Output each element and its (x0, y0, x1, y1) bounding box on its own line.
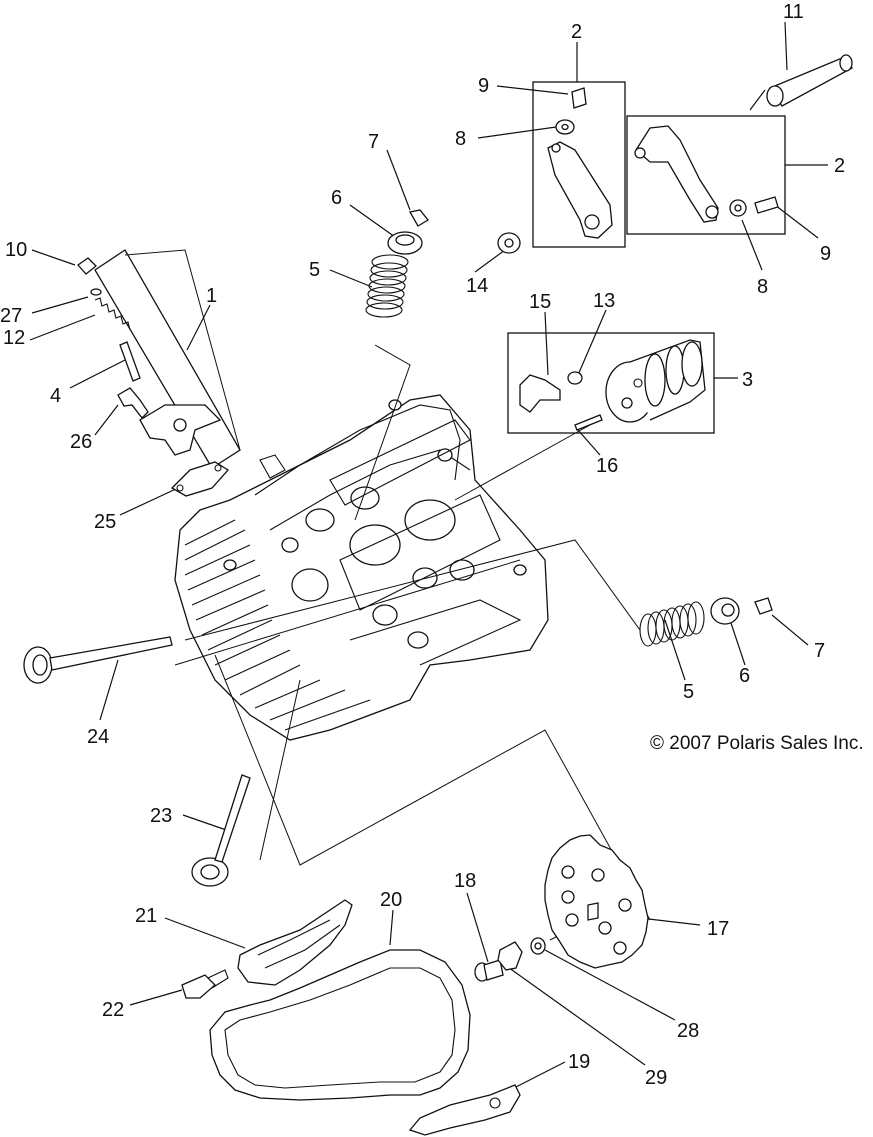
callout-8-top: 8 (455, 128, 466, 150)
callout-7-right: 7 (814, 640, 825, 662)
callout-19: 19 (568, 1051, 590, 1073)
part-16-pin (574, 414, 603, 431)
callout-8-right: 8 (757, 276, 768, 298)
part-23-exhaust-valve (191, 774, 251, 887)
callout-27: 27 (0, 305, 22, 327)
callout-6-top: 6 (331, 187, 342, 209)
cylinder-head (174, 394, 549, 741)
callout-6-right: 6 (739, 665, 750, 687)
part-18-bolt (474, 959, 504, 982)
callout-24: 24 (87, 726, 109, 748)
callout-23: 23 (150, 805, 172, 827)
leader-lines (29, 21, 828, 1091)
callout-1: 1 (206, 285, 217, 307)
part-17-cam-sprocket (544, 834, 649, 969)
part-27-oring (90, 288, 102, 296)
callout-28: 28 (677, 1020, 699, 1042)
callout-9-top: 9 (478, 75, 489, 97)
part-3-camshaft (605, 339, 706, 423)
copyright-notice: © 2007 Polaris Sales Inc. (650, 733, 864, 754)
callout-22: 22 (102, 999, 124, 1021)
callout-2-right: 2 (834, 155, 845, 177)
callout-12: 12 (3, 327, 25, 349)
part-6-retainer-right (710, 597, 740, 625)
callout-7-top: 7 (368, 131, 379, 153)
part-5-spring-right (639, 601, 705, 647)
callout-10: 10 (5, 239, 27, 261)
part-29-spacer (497, 941, 523, 971)
part-6-retainer-top (387, 231, 423, 255)
part-5-spring-top (365, 254, 409, 318)
callout-labels: 11 2 9 8 7 6 5 2 9 8 14 10 27 12 1 4 26 … (0, 1, 845, 1089)
camshaft-box (507, 332, 715, 434)
callout-5-right: 5 (683, 681, 694, 703)
part-10-cap (77, 257, 97, 275)
callout-5-top: 5 (309, 259, 320, 281)
tensioner-box (94, 249, 241, 469)
callout-3: 3 (742, 369, 753, 391)
part-14-washer (497, 232, 521, 254)
callout-11: 11 (783, 1, 804, 23)
part-22-tensioner-plunger (181, 969, 229, 999)
part-25-gasket (170, 461, 230, 497)
callout-15: 15 (529, 291, 551, 313)
part-19-lower-guide (408, 1084, 521, 1136)
callout-18: 18 (454, 870, 476, 892)
callout-2-top: 2 (571, 21, 582, 43)
callout-17: 17 (707, 918, 729, 940)
callout-21: 21 (135, 905, 157, 927)
part-15-lever (519, 374, 561, 413)
part-13-spring (567, 371, 583, 385)
callout-29: 29 (645, 1067, 667, 1089)
callout-20: 20 (380, 889, 402, 911)
callout-25: 25 (94, 511, 116, 533)
part-24-intake-valve (23, 636, 173, 684)
part-7-keeper-top (408, 209, 429, 227)
part-21-chain-guide (237, 899, 353, 986)
callout-16: 16 (596, 455, 618, 477)
rocker-box-right (626, 115, 786, 235)
part-20-cam-chain (209, 949, 471, 1101)
callout-9-right: 9 (820, 243, 831, 265)
part-7-keeper-right (754, 597, 773, 615)
rocker-box-left (532, 81, 626, 248)
part-12-spring (94, 297, 131, 331)
callout-14: 14 (466, 275, 488, 297)
part-1-tensioner (139, 404, 222, 456)
part-4-plunger (119, 341, 141, 382)
part-26-bolt (117, 387, 149, 419)
part-2-rocker-arm-left (547, 87, 613, 239)
part-11-shaft (766, 54, 854, 107)
part-28-washer (530, 937, 546, 955)
callout-4: 4 (50, 385, 61, 407)
callout-26: 26 (70, 431, 92, 453)
callout-13: 13 (593, 290, 615, 312)
part-2-rocker-arm-right (634, 125, 779, 223)
